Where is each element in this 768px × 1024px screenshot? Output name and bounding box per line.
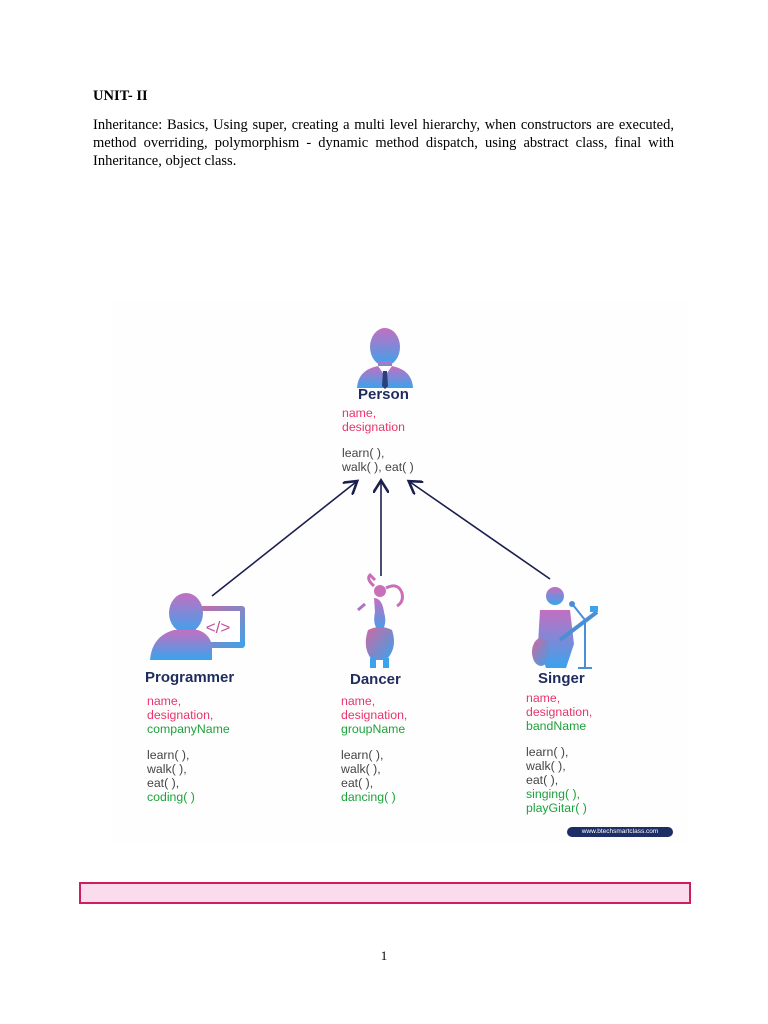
singer-own-method: singing( ), bbox=[526, 787, 592, 801]
singer-field: designation, bbox=[526, 705, 592, 719]
programmer-icon: </> bbox=[150, 593, 245, 660]
dancer-field: name, bbox=[341, 694, 407, 708]
dancer-title: Dancer bbox=[350, 671, 401, 688]
programmer-method: learn( ), bbox=[147, 748, 230, 762]
dancer-own-method: dancing( ) bbox=[341, 790, 407, 804]
singer-method: walk( ), bbox=[526, 759, 592, 773]
person-members: name, designation learn( ), walk( ), eat… bbox=[342, 406, 414, 474]
singer-icon bbox=[532, 587, 598, 668]
dancer-method: learn( ), bbox=[341, 748, 407, 762]
highlight-bar bbox=[79, 882, 691, 904]
code-glyph: </> bbox=[206, 618, 231, 637]
dancer-method: eat( ), bbox=[341, 776, 407, 790]
singer-members: name, designation, bandName learn( ), wa… bbox=[526, 691, 592, 815]
programmer-members: name, designation, companyName learn( ),… bbox=[147, 694, 230, 804]
singer-own-field: bandName bbox=[526, 719, 592, 733]
programmer-method: eat( ), bbox=[147, 776, 230, 790]
programmer-own-method: coding( ) bbox=[147, 790, 230, 804]
arrow-programmer-to-person bbox=[212, 482, 356, 596]
dancer-own-field: groupName bbox=[341, 722, 407, 736]
programmer-own-field: companyName bbox=[147, 722, 230, 736]
person-field: name, bbox=[342, 406, 414, 420]
dancer-field: designation, bbox=[341, 708, 407, 722]
singer-title: Singer bbox=[538, 670, 585, 687]
person-method: learn( ), bbox=[342, 446, 414, 460]
arrow-singer-to-person bbox=[410, 482, 550, 579]
programmer-field: name, bbox=[147, 694, 230, 708]
dancer-members: name, designation, groupName learn( ), w… bbox=[341, 694, 407, 804]
programmer-title: Programmer bbox=[145, 669, 234, 686]
person-method: walk( ), eat( ) bbox=[342, 460, 414, 474]
programmer-field: designation, bbox=[147, 708, 230, 722]
person-title: Person bbox=[358, 386, 409, 403]
singer-method: eat( ), bbox=[526, 773, 592, 787]
dancer-icon bbox=[358, 575, 402, 668]
singer-method: learn( ), bbox=[526, 745, 592, 759]
singer-own-method: playGitar( ) bbox=[526, 801, 592, 815]
watermark-url: www.btechsmartclass.com bbox=[567, 827, 673, 837]
dancer-method: walk( ), bbox=[341, 762, 407, 776]
arrows bbox=[212, 482, 550, 596]
singer-field: name, bbox=[526, 691, 592, 705]
page-number: 1 bbox=[0, 948, 768, 964]
person-field: designation bbox=[342, 420, 414, 434]
programmer-method: walk( ), bbox=[147, 762, 230, 776]
person-icon bbox=[357, 328, 413, 389]
